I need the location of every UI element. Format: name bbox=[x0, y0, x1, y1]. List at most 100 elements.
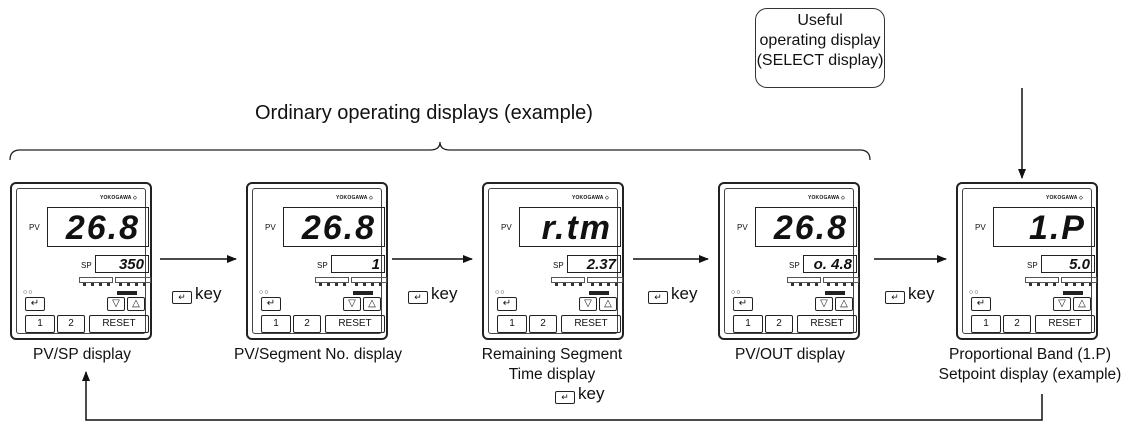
prg-2-button[interactable]: 2 bbox=[765, 315, 793, 333]
panel-caption: PV/OUT display bbox=[680, 345, 900, 365]
controller-panel: YOKOGAWA ◇ PV 1.P SP 5.0 ○○ ↵ ▽ △ 1 2 RE… bbox=[956, 182, 1098, 340]
set-enter-button[interactable]: ↵ bbox=[971, 297, 991, 311]
controller-panel: YOKOGAWA ◇ PV 26.8 SP o. 4.8 ○○ ↵ ▽ △ 1 … bbox=[718, 182, 860, 340]
prg-2-button[interactable]: 2 bbox=[1003, 315, 1031, 333]
model-label bbox=[117, 291, 137, 295]
bottom-buttons: 1 2 RESET bbox=[25, 315, 149, 333]
status-lamps bbox=[787, 277, 859, 287]
pv-label: PV bbox=[29, 223, 40, 232]
sp-display: 1 bbox=[331, 255, 385, 273]
pv-display: 1.P bbox=[993, 207, 1095, 247]
reset-button[interactable]: RESET bbox=[797, 315, 857, 333]
controller-panel: YOKOGAWA ◇ PV 26.8 SP 1 ○○ ↵ ▽ △ 1 2 RES… bbox=[246, 182, 388, 340]
reset-button[interactable]: RESET bbox=[325, 315, 385, 333]
prg-1-button[interactable]: 1 bbox=[733, 315, 763, 333]
brand-logo: YOKOGAWA ◇ bbox=[335, 195, 373, 201]
controller-panel: YOKOGAWA ◇ PV 26.8 SP 350 ○○ ↵ ▽ △ 1 2 R… bbox=[10, 182, 152, 340]
bottom-buttons: 1 2 RESET bbox=[261, 315, 385, 333]
status-lamps bbox=[79, 277, 151, 287]
down-arrow-button[interactable]: ▽ bbox=[343, 297, 361, 311]
pv-label: PV bbox=[975, 223, 986, 232]
key-label-1: ↵key bbox=[172, 284, 221, 304]
reset-button[interactable]: RESET bbox=[561, 315, 621, 333]
select-display-callout: Useful operating display (SELECT display… bbox=[755, 8, 885, 88]
prg-2-button[interactable]: 2 bbox=[529, 315, 557, 333]
bottom-buttons: 1 2 RESET bbox=[971, 315, 1095, 333]
enter-key-icon: ↵ bbox=[408, 291, 428, 304]
sp-value: 350 bbox=[118, 256, 144, 273]
sp-value: 5.0 bbox=[1069, 256, 1090, 273]
down-arrow-button[interactable]: ▽ bbox=[107, 297, 125, 311]
caption-line: PV/SP display bbox=[33, 346, 131, 363]
callout-line-3: (SELECT display) bbox=[756, 52, 884, 69]
callout-line-1: Useful bbox=[797, 12, 843, 29]
pv-display: 26.8 bbox=[755, 207, 857, 247]
sp-display: 2.37 bbox=[567, 255, 621, 273]
sp-display: 350 bbox=[95, 255, 149, 273]
reset-button[interactable]: RESET bbox=[89, 315, 149, 333]
model-label bbox=[1063, 291, 1083, 295]
prg-1-button[interactable]: 1 bbox=[25, 315, 55, 333]
set-enter-button[interactable]: ↵ bbox=[733, 297, 753, 311]
up-arrow-button[interactable]: △ bbox=[599, 297, 617, 311]
key-label-return: ↵key bbox=[555, 384, 604, 404]
panel-face: YOKOGAWA ◇ PV 1.P SP 5.0 ○○ ↵ ▽ △ 1 2 RE… bbox=[962, 188, 1097, 334]
pv-label: PV bbox=[737, 223, 748, 232]
set-enter-button[interactable]: ↵ bbox=[25, 297, 45, 311]
prg-2-button[interactable]: 2 bbox=[293, 315, 321, 333]
prg-1-button[interactable]: 1 bbox=[497, 315, 527, 333]
indicator-leds: ○○ bbox=[495, 289, 506, 296]
up-arrow-button[interactable]: △ bbox=[363, 297, 381, 311]
enter-key-icon: ↵ bbox=[885, 291, 905, 304]
pv-display: 26.8 bbox=[283, 207, 385, 247]
prg-1-button[interactable]: 1 bbox=[261, 315, 291, 333]
pv-value: 26.8 bbox=[301, 209, 376, 247]
callout-line-2: operating display bbox=[759, 32, 881, 49]
model-label bbox=[353, 291, 373, 295]
key-label-3: ↵key bbox=[648, 284, 697, 304]
panel-face: YOKOGAWA ◇ PV 26.8 SP o. 4.8 ○○ ↵ ▽ △ 1 … bbox=[724, 188, 859, 334]
caption-line: PV/Segment No. display bbox=[233, 346, 402, 363]
brand-logo: YOKOGAWA ◇ bbox=[1045, 195, 1083, 201]
key-label-2: ↵key bbox=[408, 284, 457, 304]
status-lamps bbox=[1025, 277, 1097, 287]
down-arrow-button[interactable]: ▽ bbox=[815, 297, 833, 311]
panel-caption: PV/SP display bbox=[0, 345, 192, 365]
prg-1-button[interactable]: 1 bbox=[971, 315, 1001, 333]
up-arrow-button[interactable]: △ bbox=[127, 297, 145, 311]
down-arrow-button[interactable]: ▽ bbox=[1053, 297, 1071, 311]
pv-value: 26.8 bbox=[773, 209, 848, 247]
indicator-leds: ○○ bbox=[23, 289, 34, 296]
panel-face: YOKOGAWA ◇ PV r.tm SP 2.37 ○○ ↵ ▽ △ 1 2 … bbox=[488, 188, 623, 334]
caption-line: Setpoint display (example) bbox=[938, 366, 1122, 383]
caption-line: Time display bbox=[508, 366, 596, 383]
return-path bbox=[82, 371, 1043, 421]
up-arrow-button[interactable]: △ bbox=[1073, 297, 1091, 311]
sp-value: 2.37 bbox=[586, 256, 616, 273]
sp-display: 5.0 bbox=[1041, 255, 1095, 273]
key-label-4: ↵key bbox=[885, 284, 934, 304]
set-enter-button[interactable]: ↵ bbox=[261, 297, 281, 311]
up-arrow-button[interactable]: △ bbox=[835, 297, 853, 311]
curly-brace bbox=[9, 141, 871, 161]
pv-display: 26.8 bbox=[47, 207, 149, 247]
brand-logo: YOKOGAWA ◇ bbox=[571, 195, 609, 201]
brand-logo: YOKOGAWA ◇ bbox=[807, 195, 845, 201]
panel-face: YOKOGAWA ◇ PV 26.8 SP 1 ○○ ↵ ▽ △ 1 2 RES… bbox=[252, 188, 387, 334]
sp-value: 1 bbox=[371, 256, 380, 273]
panel-caption: Proportional Band (1.P)Setpoint display … bbox=[920, 345, 1140, 385]
panel-face: YOKOGAWA ◇ PV 26.8 SP 350 ○○ ↵ ▽ △ 1 2 R… bbox=[16, 188, 151, 334]
bottom-buttons: 1 2 RESET bbox=[497, 315, 621, 333]
reset-button[interactable]: RESET bbox=[1035, 315, 1095, 333]
bottom-buttons: 1 2 RESET bbox=[733, 315, 857, 333]
pv-display: r.tm bbox=[519, 207, 621, 247]
down-arrow-button[interactable]: ▽ bbox=[579, 297, 597, 311]
caption-line: PV/OUT display bbox=[735, 346, 845, 363]
indicator-leds: ○○ bbox=[731, 289, 742, 296]
pv-value: r.tm bbox=[541, 209, 612, 247]
set-enter-button[interactable]: ↵ bbox=[497, 297, 517, 311]
diagram-heading: Ordinary operating displays (example) bbox=[255, 102, 593, 124]
pv-label: PV bbox=[501, 223, 512, 232]
prg-2-button[interactable]: 2 bbox=[57, 315, 85, 333]
